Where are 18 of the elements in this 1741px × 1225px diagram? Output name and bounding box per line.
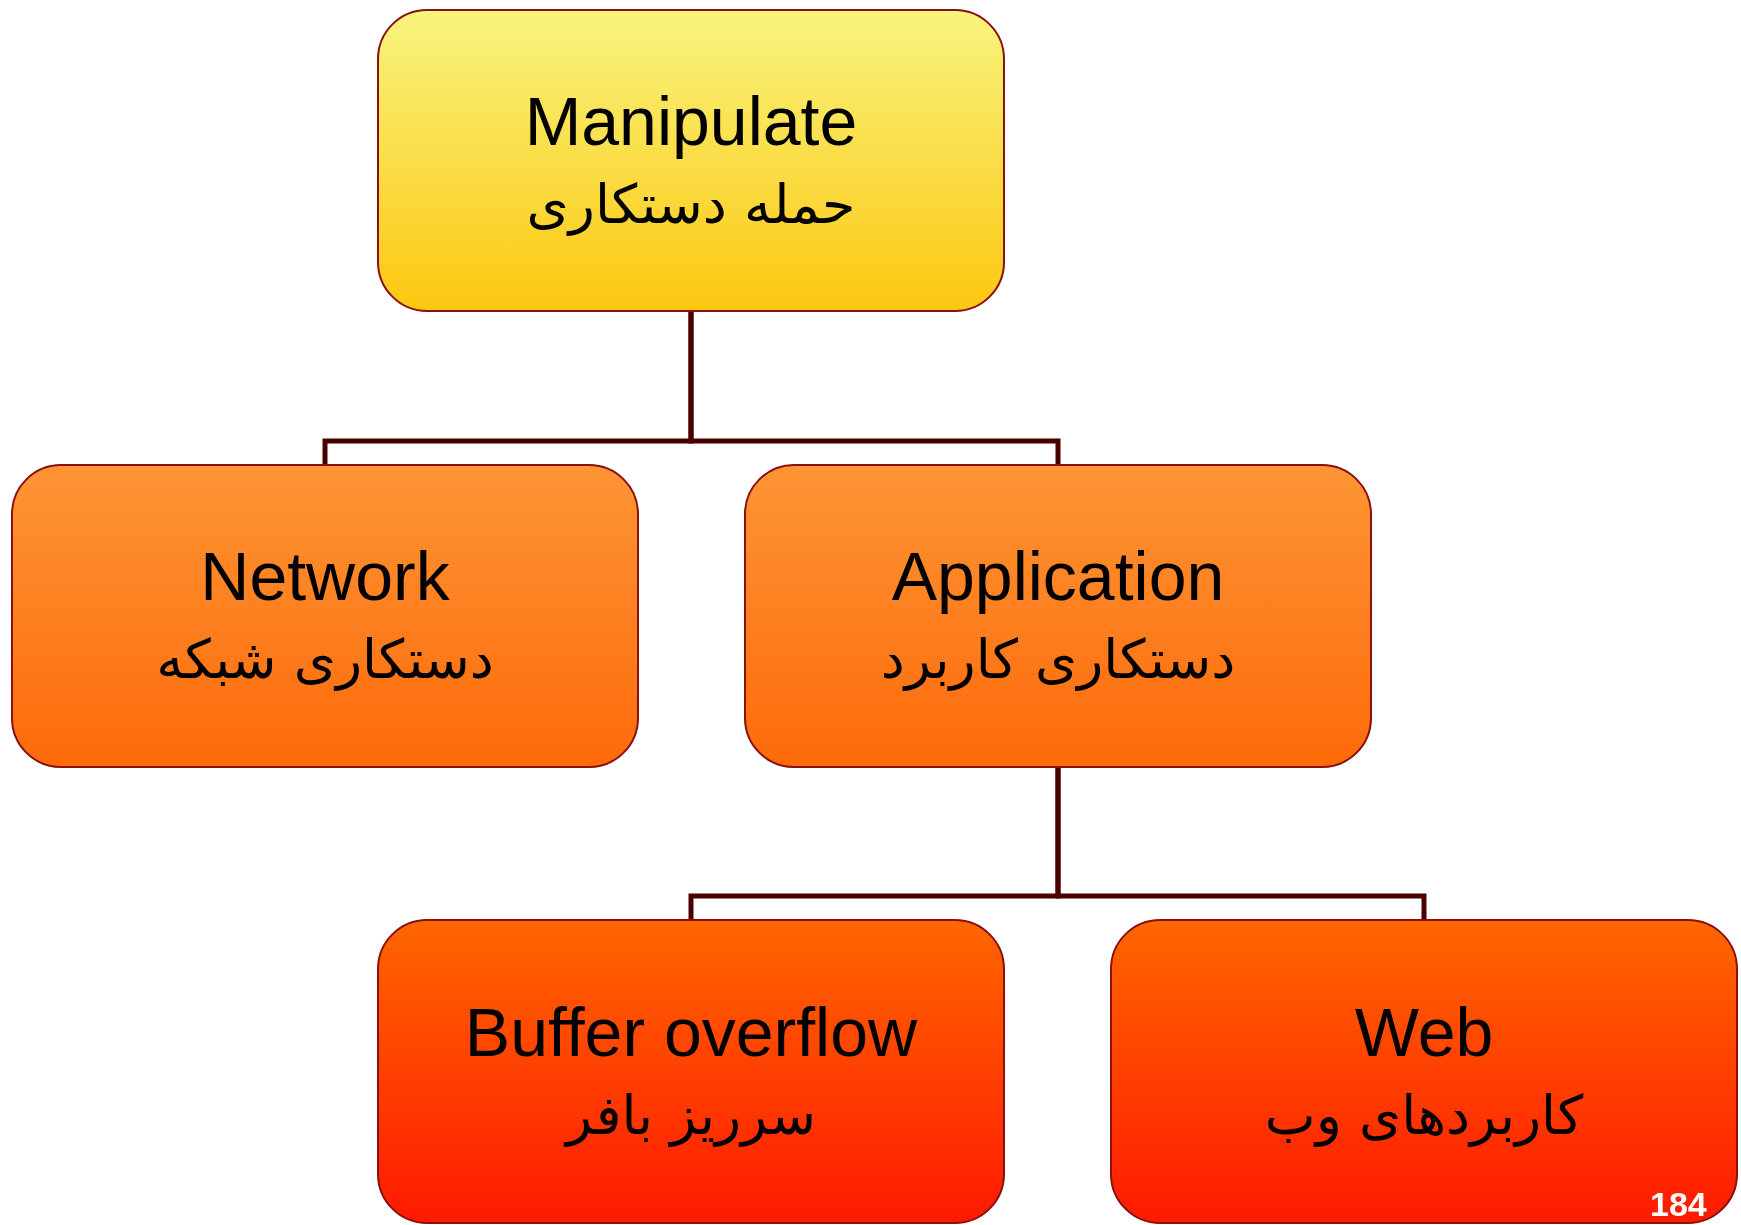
- process-box: [744, 464, 1372, 768]
- box-title: Buffer overflow: [464, 994, 918, 1070]
- box-subtitle: حمله دستکاری: [526, 172, 856, 238]
- box-subtitle: دستکاری شبکه: [156, 628, 494, 693]
- box-subtitle: سرریز بافر: [565, 1083, 817, 1149]
- box-title: Network: [200, 539, 450, 614]
- page-number: 184: [1650, 1185, 1707, 1224]
- box-subtitle: کاربردهای وب: [1264, 1083, 1584, 1149]
- connector-line: [1055, 768, 1427, 919]
- box-subtitle: دستکاری کاربرد: [880, 628, 1236, 693]
- box-title: Manipulate: [524, 83, 858, 159]
- process-box: [11, 464, 639, 768]
- process-box: [377, 9, 1005, 312]
- connector-line: [688, 312, 1061, 464]
- box-title: Web: [1354, 994, 1494, 1070]
- box-title: Application: [891, 539, 1225, 614]
- process-box: [377, 919, 1005, 1224]
- process-box: [1110, 919, 1738, 1224]
